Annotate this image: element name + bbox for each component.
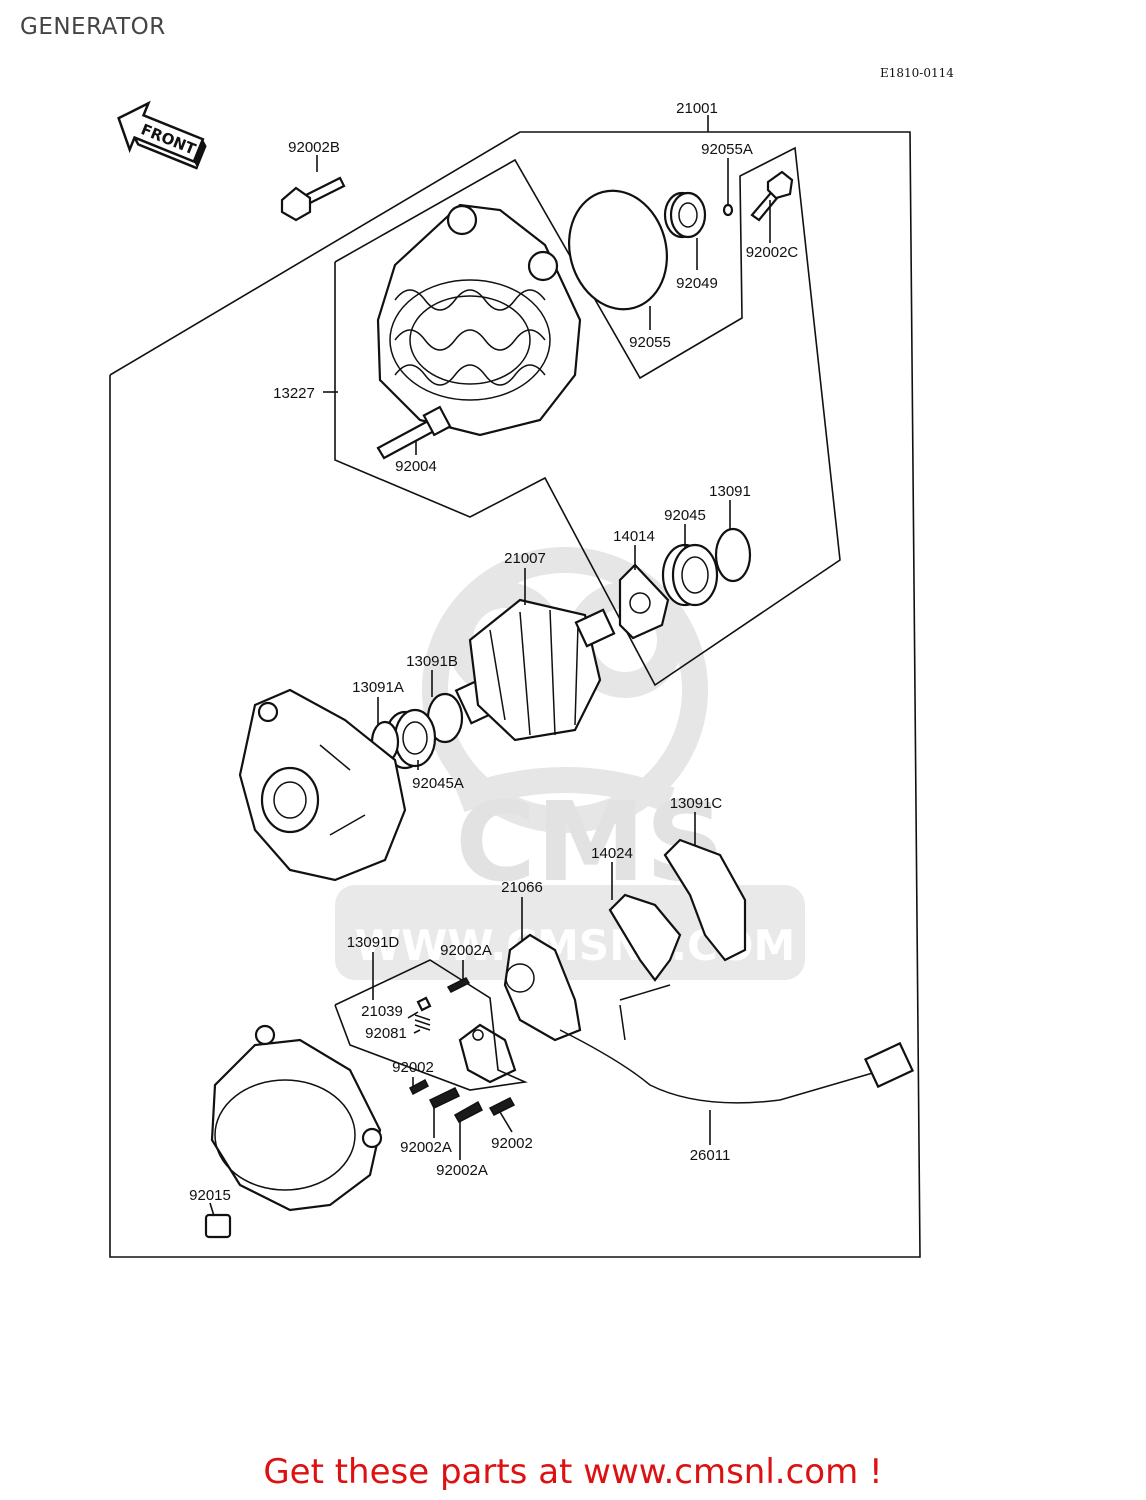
part-label-21039: 21039 bbox=[361, 1003, 403, 1020]
part-label-92002-right: 92002 bbox=[491, 1135, 533, 1152]
regulator-21066-part bbox=[503, 933, 582, 1042]
page-title: GENERATOR bbox=[20, 14, 166, 40]
part-label-92049: 92049 bbox=[676, 275, 718, 292]
part-label-13091A: 13091A bbox=[352, 679, 404, 696]
part-label-21066: 21066 bbox=[501, 879, 543, 896]
ring-13091-part bbox=[714, 527, 752, 583]
part-label-92081: 92081 bbox=[365, 1025, 407, 1042]
bolt-92002C-part bbox=[750, 170, 794, 222]
exploded-parts-diagram: CMS WWW.CMSNL.COM E1810-0114 FRONT bbox=[109, 66, 954, 1258]
part-label-14014: 14014 bbox=[613, 528, 655, 545]
ring-92055A-part bbox=[722, 203, 734, 217]
part-label-13091B: 13091B bbox=[406, 653, 458, 670]
screw-set-part bbox=[409, 977, 516, 1123]
part-label-92002A-bottom: 92002A bbox=[436, 1162, 488, 1179]
stator-housing-part bbox=[376, 203, 582, 437]
part-label-92055A: 92055A bbox=[701, 141, 753, 158]
front-cover-part bbox=[210, 1024, 383, 1212]
rotor-21007-part bbox=[454, 598, 616, 742]
part-label-92055: 92055 bbox=[629, 334, 671, 351]
seal-92049-part bbox=[663, 191, 707, 239]
part-label-21001: 21001 bbox=[676, 100, 718, 117]
part-label-13227: 13227 bbox=[273, 385, 315, 402]
wire-harness-26011-part bbox=[559, 984, 915, 1104]
oring-92055-part bbox=[568, 189, 668, 311]
part-label-92045A: 92045A bbox=[412, 775, 464, 792]
leader-lines bbox=[209, 155, 771, 1217]
part-label-92002-left: 92002 bbox=[392, 1059, 434, 1076]
part-label-92045: 92045 bbox=[664, 507, 706, 524]
part-label-92002A-top: 92002A bbox=[440, 942, 492, 959]
part-label-13091D: 13091D bbox=[347, 934, 400, 951]
front-arrow-icon: FRONT bbox=[117, 100, 207, 170]
promo-link[interactable]: Get these parts at www.cmsnl.com ! bbox=[263, 1452, 883, 1492]
part-labels: 21001 92002B 92055A 92002C 92049 92055 1… bbox=[189, 100, 798, 1204]
part-label-13091: 13091 bbox=[709, 483, 751, 500]
part-label-14024: 14024 bbox=[591, 845, 633, 862]
part-label-92004: 92004 bbox=[395, 458, 437, 475]
rear-housing-part bbox=[238, 688, 407, 882]
bolt-92004-part bbox=[376, 405, 452, 460]
part-label-92002B: 92002B bbox=[288, 139, 340, 156]
part-label-92002A-left: 92002A bbox=[400, 1139, 452, 1156]
part-label-92002C: 92002C bbox=[746, 244, 799, 261]
part-label-92015: 92015 bbox=[189, 1187, 231, 1204]
brush-holder-14024-part bbox=[608, 893, 682, 982]
plug-92015-part bbox=[204, 1213, 232, 1239]
part-label-13091C: 13091C bbox=[670, 795, 723, 812]
diagram-ref-code: E1810-0114 bbox=[880, 66, 954, 80]
plate-13091C-part bbox=[663, 838, 747, 962]
watermark: CMS WWW.CMSNL.COM bbox=[335, 547, 805, 980]
terminal-bracket-part bbox=[334, 959, 528, 1091]
bearing-92045-part bbox=[661, 543, 719, 607]
part-label-26011: 26011 bbox=[690, 1147, 731, 1164]
part-label-21007: 21007 bbox=[504, 550, 546, 567]
bolt-92002B-part bbox=[280, 176, 346, 222]
assembly-frame bbox=[109, 115, 921, 1258]
